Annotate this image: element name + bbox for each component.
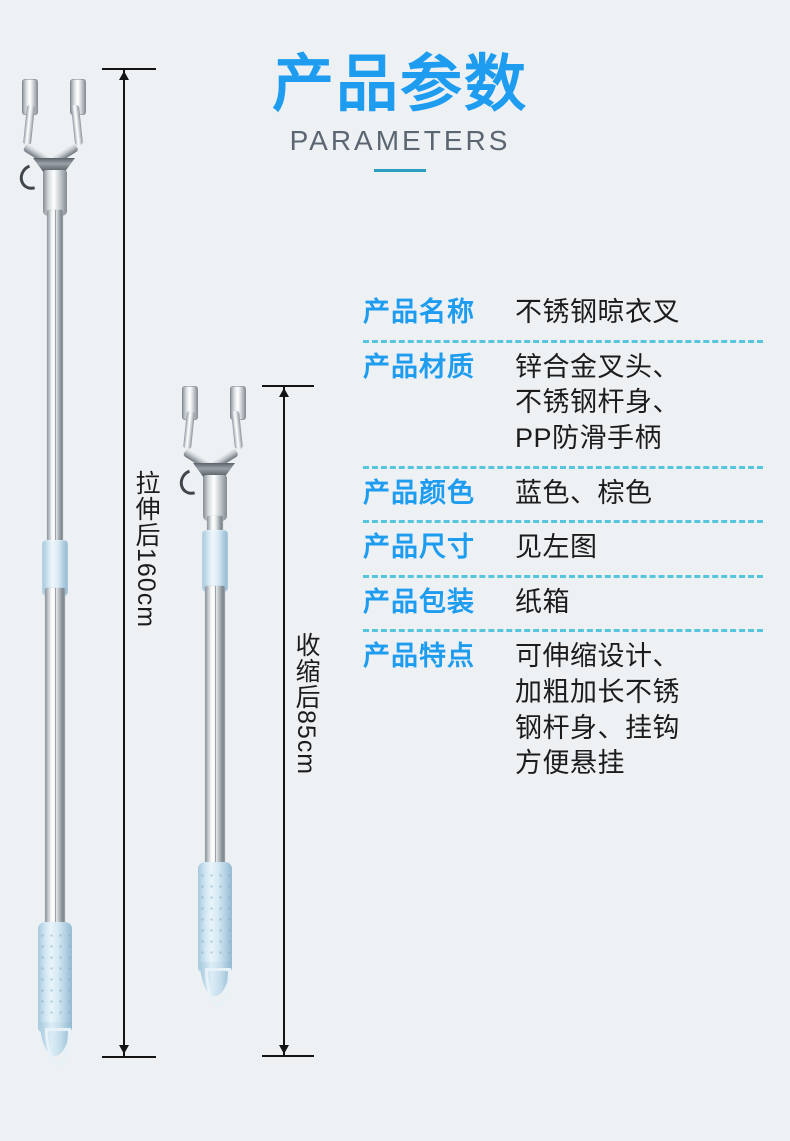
table-row: 产品包装 纸箱 [363, 574, 763, 630]
table-row: 产品特点 可伸缩设计、 加粗加长不锈 钢杆身、挂钩 方便悬挂 [363, 629, 763, 791]
pole-shaft-lower-seam [55, 588, 56, 988]
dimension-label-retracted: 收缩后85cm [292, 632, 320, 776]
dimension-arrow-up [279, 388, 289, 397]
telescoping-collar [202, 530, 228, 592]
pole-shaft-upper-seam [55, 210, 56, 550]
spec-label: 产品包装 [363, 586, 475, 617]
spec-label: 产品特点 [363, 641, 475, 672]
spec-value: 见左图 [515, 532, 598, 563]
dimension-label-extended: 拉伸后160cm [132, 470, 160, 629]
hanging-loop [45, 1028, 71, 1066]
page-subtitle: PARAMETERS [289, 125, 511, 157]
spec-table: 产品名称 不锈钢晾衣叉 产品材质 锌合金叉头、 不锈钢杆身、 PP防滑手柄 产品… [363, 288, 763, 791]
page-header: 产品参数 PARAMETERS [240, 50, 560, 173]
table-row: 产品尺寸 见左图 [363, 520, 763, 575]
spec-label: 产品材质 [363, 351, 475, 382]
spec-label: 产品尺寸 [363, 532, 475, 563]
product-illustration-extended [0, 60, 120, 1070]
fork-neck-collar [203, 475, 227, 521]
spec-label: 产品名称 [363, 297, 475, 327]
spec-value: 纸箱 [515, 586, 570, 617]
dimension-cap-top [262, 385, 314, 387]
dimension-cap-top [102, 68, 156, 70]
fork-neck-collar [43, 170, 67, 216]
hanging-loop [205, 968, 231, 1006]
telescoping-collar [42, 540, 68, 596]
grip-texture-dots [38, 930, 72, 1024]
table-row: 产品名称 不锈钢晾衣叉 [363, 288, 763, 340]
dimension-arrow-down [119, 1045, 129, 1054]
product-illustration-retracted [160, 378, 280, 1070]
pole-shaft-lower-seam [215, 586, 216, 928]
pp-grip-handle [38, 922, 72, 1032]
table-row: 产品材质 锌合金叉头、 不锈钢杆身、 PP防滑手柄 [363, 339, 763, 466]
dimension-line-vertical [123, 70, 125, 1056]
table-row: 产品颜色 蓝色、棕色 [363, 465, 763, 521]
dimension-extended-160cm [98, 68, 158, 1068]
dimension-line-vertical [283, 387, 285, 1055]
pp-grip-handle [198, 862, 232, 972]
grip-texture-dots [198, 870, 232, 964]
title-underline-rule [374, 169, 426, 173]
dimension-cap-bottom [262, 1055, 314, 1057]
spec-value: 蓝色、棕色 [515, 477, 653, 508]
dimension-cap-bottom [102, 1056, 156, 1058]
spec-value: 锌合金叉头、 不锈钢杆身、 PP防滑手柄 [515, 351, 680, 453]
dimension-retracted-85cm [258, 385, 318, 1065]
dimension-arrow-up [119, 71, 129, 80]
page-title: 产品参数 [271, 50, 528, 119]
spec-value: 不锈钢晾衣叉 [515, 297, 680, 327]
spec-label: 产品颜色 [363, 477, 475, 508]
spec-value: 可伸缩设计、 加粗加长不锈 钢杆身、挂钩 方便悬挂 [515, 641, 680, 779]
dimension-arrow-down [279, 1045, 289, 1054]
